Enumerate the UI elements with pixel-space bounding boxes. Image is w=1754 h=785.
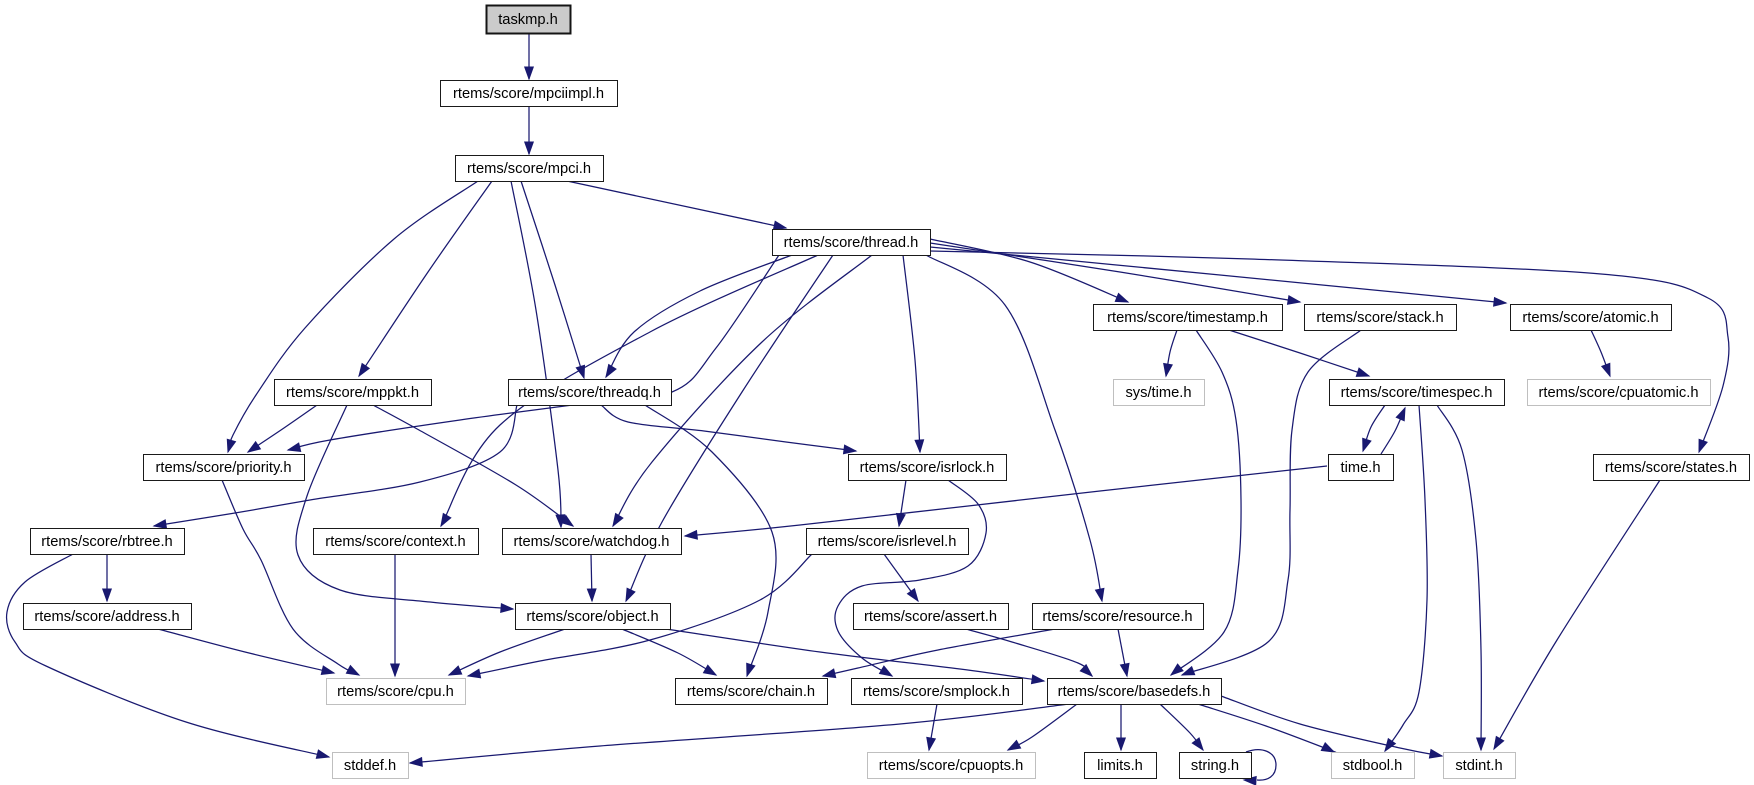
svg-text:time.h: time.h: [1341, 460, 1381, 476]
svg-text:rtems/score/cpu.h: rtems/score/cpu.h: [337, 684, 454, 700]
svg-text:rtems/score/watchdog.h: rtems/score/watchdog.h: [514, 534, 670, 550]
svg-text:rtems/score/threadq.h: rtems/score/threadq.h: [518, 385, 661, 401]
svg-text:rtems/score/stack.h: rtems/score/stack.h: [1316, 310, 1443, 326]
svg-text:string.h: string.h: [1191, 758, 1239, 774]
svg-text:stdbool.h: stdbool.h: [1343, 758, 1403, 774]
svg-text:rtems/score/mpciimpl.h: rtems/score/mpciimpl.h: [453, 86, 604, 102]
svg-text:rtems/score/timespec.h: rtems/score/timespec.h: [1341, 385, 1493, 401]
svg-text:limits.h: limits.h: [1097, 758, 1143, 774]
svg-text:rtems/score/isrlock.h: rtems/score/isrlock.h: [860, 460, 995, 476]
svg-text:sys/time.h: sys/time.h: [1125, 385, 1191, 401]
svg-text:taskmp.h: taskmp.h: [498, 12, 558, 28]
svg-text:rtems/score/mppkt.h: rtems/score/mppkt.h: [286, 385, 419, 401]
svg-text:rtems/score/isrlevel.h: rtems/score/isrlevel.h: [818, 534, 957, 550]
svg-text:rtems/score/mpci.h: rtems/score/mpci.h: [467, 161, 591, 177]
svg-text:rtems/score/atomic.h: rtems/score/atomic.h: [1522, 310, 1658, 326]
svg-text:rtems/score/object.h: rtems/score/object.h: [526, 609, 658, 625]
svg-text:rtems/score/smplock.h: rtems/score/smplock.h: [863, 684, 1010, 700]
svg-text:rtems/score/rbtree.h: rtems/score/rbtree.h: [41, 534, 172, 550]
svg-text:rtems/score/resource.h: rtems/score/resource.h: [1042, 609, 1192, 625]
svg-text:stddef.h: stddef.h: [344, 758, 396, 774]
svg-text:rtems/score/cpuopts.h: rtems/score/cpuopts.h: [879, 758, 1024, 774]
svg-text:rtems/score/assert.h: rtems/score/assert.h: [864, 609, 997, 625]
svg-text:rtems/score/address.h: rtems/score/address.h: [34, 609, 179, 625]
svg-text:stdint.h: stdint.h: [1455, 758, 1502, 774]
svg-text:rtems/score/basedefs.h: rtems/score/basedefs.h: [1058, 684, 1211, 700]
svg-text:rtems/score/chain.h: rtems/score/chain.h: [687, 684, 815, 700]
svg-text:rtems/score/priority.h: rtems/score/priority.h: [155, 460, 291, 476]
svg-text:rtems/score/context.h: rtems/score/context.h: [325, 534, 465, 550]
svg-text:rtems/score/states.h: rtems/score/states.h: [1605, 460, 1737, 476]
svg-text:rtems/score/thread.h: rtems/score/thread.h: [784, 235, 919, 251]
svg-text:rtems/score/timestamp.h: rtems/score/timestamp.h: [1107, 310, 1268, 326]
svg-text:rtems/score/cpuatomic.h: rtems/score/cpuatomic.h: [1539, 385, 1699, 401]
